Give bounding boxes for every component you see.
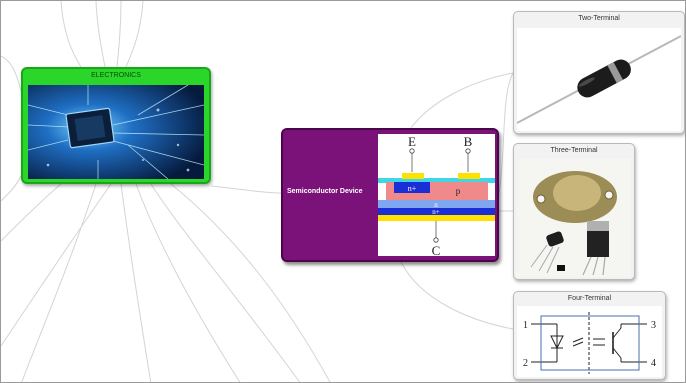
terminal-c-label: C	[432, 243, 441, 256]
three-terminal-node[interactable]: Three-Terminal	[513, 143, 635, 280]
pin-4-label: 4	[651, 358, 656, 369]
pin-2-label: 2	[523, 358, 528, 369]
four-terminal-node[interactable]: Four-Terminal 1 2 3 4	[513, 291, 666, 380]
electronics-node[interactable]: ELECTRONICS	[21, 67, 211, 184]
pin-1-label: 1	[523, 320, 528, 331]
region-p: p	[456, 186, 461, 196]
terminal-e-label: E	[408, 134, 416, 149]
region-n: n	[434, 201, 438, 209]
terminal-b-label: B	[464, 134, 473, 149]
pin-3-label: 3	[651, 320, 656, 331]
diode-image	[517, 28, 681, 131]
semiconductor-device-label: Semiconductor Device	[287, 188, 363, 195]
electronics-title: ELECTRONICS	[91, 72, 141, 79]
optocoupler-schematic: 1 2 3 4	[517, 306, 662, 377]
two-terminal-title: Two-Terminal	[578, 15, 620, 22]
region-n-plus-emitter: n+	[408, 184, 417, 193]
four-terminal-title: Four-Terminal	[567, 295, 612, 302]
three-terminal-title: Three-Terminal	[550, 147, 598, 154]
bjt-cross-section-diagram: E B n+ p n n+	[378, 134, 495, 258]
semiconductor-device-node[interactable]: Semiconductor Device E B n+ p	[281, 128, 499, 262]
region-n-plus-collector: n+	[432, 208, 440, 216]
two-terminal-node[interactable]: Two-Terminal	[513, 11, 685, 134]
transistor-packages-image	[517, 159, 631, 277]
circuit-board-image	[28, 85, 204, 179]
